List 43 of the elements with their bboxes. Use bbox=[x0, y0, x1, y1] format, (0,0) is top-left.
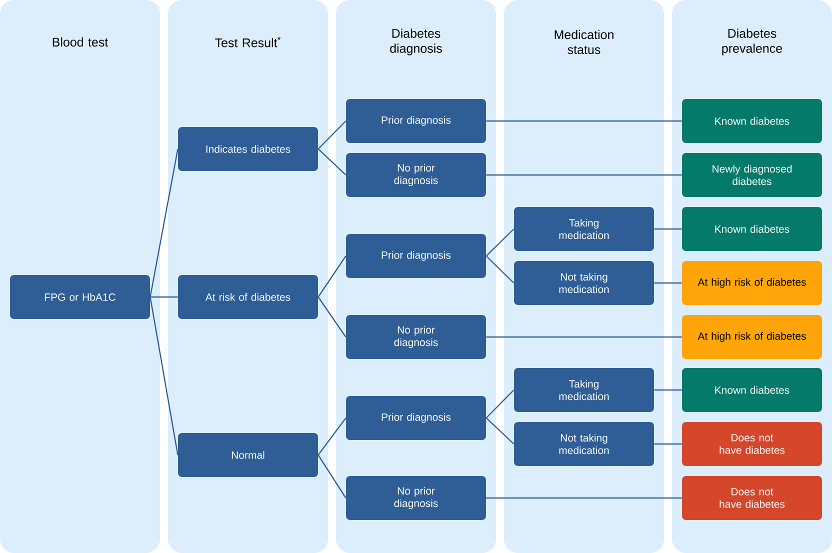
connector-line bbox=[486, 120, 682, 122]
connector-line bbox=[486, 256, 514, 284]
category-box: Prior diagnosis bbox=[346, 234, 486, 278]
category-box: Indicates diabetes bbox=[178, 127, 318, 171]
connector-line bbox=[150, 148, 178, 298]
category-box: Prior diagnosis bbox=[346, 99, 486, 143]
outcome-box: Does not have diabetes bbox=[682, 422, 822, 466]
connector-line bbox=[150, 296, 178, 456]
category-box: No prior diagnosis bbox=[346, 153, 486, 197]
category-box: Taking medication bbox=[514, 207, 654, 251]
connector-line bbox=[318, 148, 346, 176]
category-box: At risk of diabetes bbox=[178, 275, 318, 319]
connector-line bbox=[318, 418, 346, 456]
outcome-box: Known diabetes bbox=[682, 368, 822, 412]
category-box: Not taking medication bbox=[514, 261, 654, 305]
connector-line bbox=[486, 418, 514, 444]
connector-line bbox=[654, 228, 682, 230]
outcome-box: At high risk of diabetes bbox=[682, 315, 822, 359]
connector-line bbox=[150, 296, 178, 298]
category-box: No prior diagnosis bbox=[346, 476, 486, 520]
connector-line bbox=[318, 296, 346, 338]
category-box: FPG or HbA1C bbox=[10, 275, 150, 319]
category-box: Not taking medication bbox=[514, 422, 654, 466]
connector-line bbox=[486, 228, 514, 256]
connector-line bbox=[654, 389, 682, 391]
connector-line bbox=[486, 497, 682, 499]
connector-line bbox=[486, 390, 514, 418]
connector-line bbox=[318, 256, 346, 298]
outcome-box: Known diabetes bbox=[682, 207, 822, 251]
category-box: No prior diagnosis bbox=[346, 315, 486, 359]
category-box: Prior diagnosis bbox=[346, 396, 486, 440]
connector-line bbox=[486, 174, 682, 176]
connector-line bbox=[486, 336, 682, 338]
outcome-box: At high risk of diabetes bbox=[682, 261, 822, 305]
outcome-box: Known diabetes bbox=[682, 99, 822, 143]
connector-line bbox=[654, 443, 682, 445]
category-box: Normal bbox=[178, 433, 318, 477]
connector-line bbox=[654, 282, 682, 284]
outcome-box: Newly diagnosed diabetes bbox=[682, 153, 822, 197]
outcome-box: Does not have diabetes bbox=[682, 476, 822, 520]
connector-line bbox=[318, 454, 346, 498]
category-box: Taking medication bbox=[514, 368, 654, 412]
connector-line bbox=[318, 120, 346, 150]
